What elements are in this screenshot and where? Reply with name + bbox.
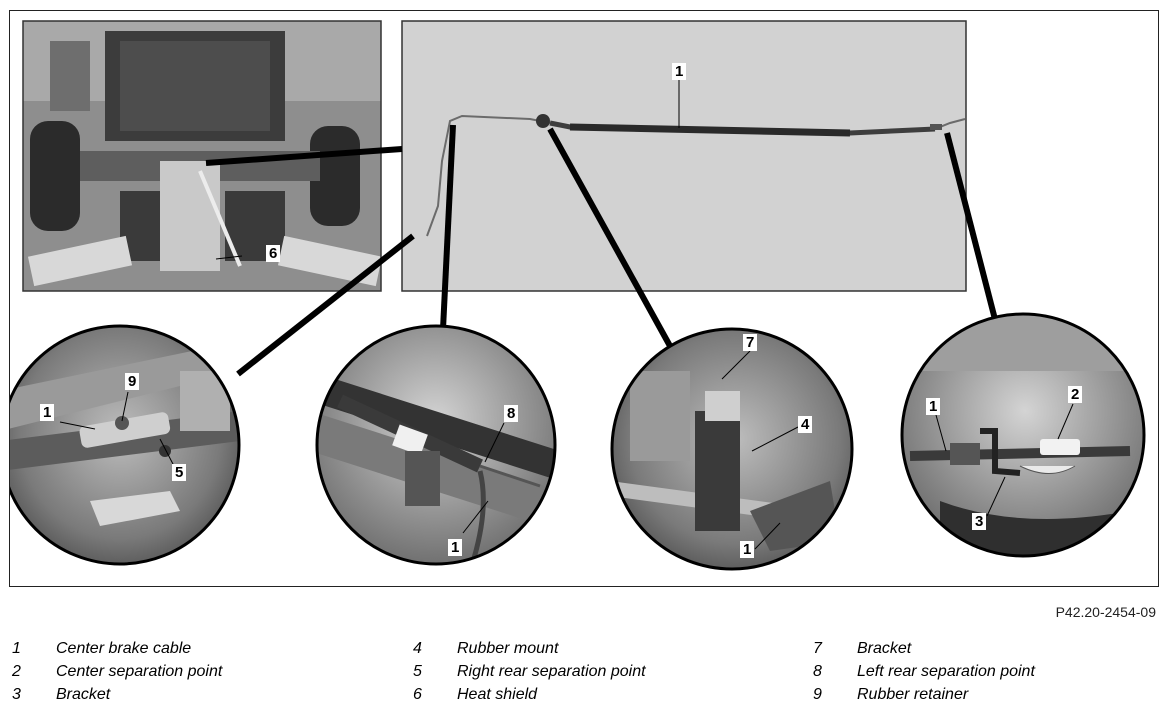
callout-brake-cable-c4: 1 bbox=[926, 398, 941, 415]
legend-text: Bracket bbox=[857, 640, 912, 657]
legend-number: 6 bbox=[413, 686, 422, 703]
callout-bracket-c3: 7 bbox=[743, 334, 758, 351]
legend-column-2: 4 Rubber mount 5 Right rear separation poi… bbox=[413, 637, 646, 706]
detail-circle-left-rear bbox=[315, 324, 557, 566]
legend-number: 7 bbox=[813, 640, 822, 657]
legend-item: 5 Right rear separation point bbox=[413, 660, 646, 683]
legend-text: Rubber retainer bbox=[857, 686, 969, 703]
callout-brake-cable-c3: 1 bbox=[740, 541, 755, 558]
cable-panel bbox=[401, 20, 967, 292]
legend-text: Center brake cable bbox=[56, 640, 192, 657]
callout-right-rear-separation: 5 bbox=[172, 464, 187, 481]
technical-illustration: 6 1 9 1 5 8 1 7 4 1 1 2 3 bbox=[9, 10, 1159, 587]
callout-center-separation: 2 bbox=[1068, 386, 1083, 403]
callout-brake-cable-c2: 1 bbox=[448, 539, 463, 556]
legend-item: 8 Left rear separation point bbox=[813, 660, 1035, 683]
callout-center-brake-cable: 1 bbox=[672, 63, 687, 80]
legend-text: Center separation point bbox=[56, 663, 223, 680]
legend-item: 3 Bracket bbox=[12, 683, 222, 706]
callout-heat-shield: 6 bbox=[266, 245, 281, 262]
legend-item: 1 Center brake cable bbox=[12, 637, 222, 660]
figure-id: P42.20-2454-09 bbox=[1055, 604, 1156, 620]
legend-number: 4 bbox=[413, 640, 422, 657]
legend-item: 4 Rubber mount bbox=[413, 637, 646, 660]
legend-text: Heat shield bbox=[457, 686, 538, 703]
legend-number: 3 bbox=[12, 686, 21, 703]
callout-bracket-c4: 3 bbox=[972, 513, 987, 530]
detail-circle-right-rear bbox=[10, 324, 241, 566]
callout-rubber-mount: 4 bbox=[798, 416, 813, 433]
detail-circle-center-separation bbox=[900, 312, 1146, 558]
legend-item: 7 Bracket bbox=[813, 637, 1035, 660]
callout-rubber-retainer: 9 bbox=[125, 373, 140, 390]
legend-number: 9 bbox=[813, 686, 822, 703]
callout-brake-cable-c1: 1 bbox=[40, 404, 55, 421]
legend-item: 2 Center separation point bbox=[12, 660, 222, 683]
legend-column-3: 7 Bracket 8 Left rear separation point 9 Ru… bbox=[813, 637, 1035, 706]
legend-text: Bracket bbox=[56, 686, 111, 703]
legend-number: 5 bbox=[413, 663, 422, 680]
legend-item: 9 Rubber retainer bbox=[813, 683, 1035, 706]
illustration-artwork bbox=[10, 20, 1146, 571]
detail-circle-center-mount bbox=[610, 327, 854, 571]
legend-text: Left rear separation point bbox=[857, 663, 1035, 680]
legend-column-1: 1 Center brake cable 2 Center separation p… bbox=[12, 637, 222, 706]
legend-text: Right rear separation point bbox=[457, 663, 646, 680]
legend-text: Rubber mount bbox=[457, 640, 559, 657]
legend-number: 2 bbox=[12, 663, 21, 680]
legend-number: 8 bbox=[813, 663, 822, 680]
legend-item: 6 Heat shield bbox=[413, 683, 646, 706]
callout-left-rear-separation: 8 bbox=[504, 405, 519, 422]
legend-number: 1 bbox=[12, 640, 21, 657]
